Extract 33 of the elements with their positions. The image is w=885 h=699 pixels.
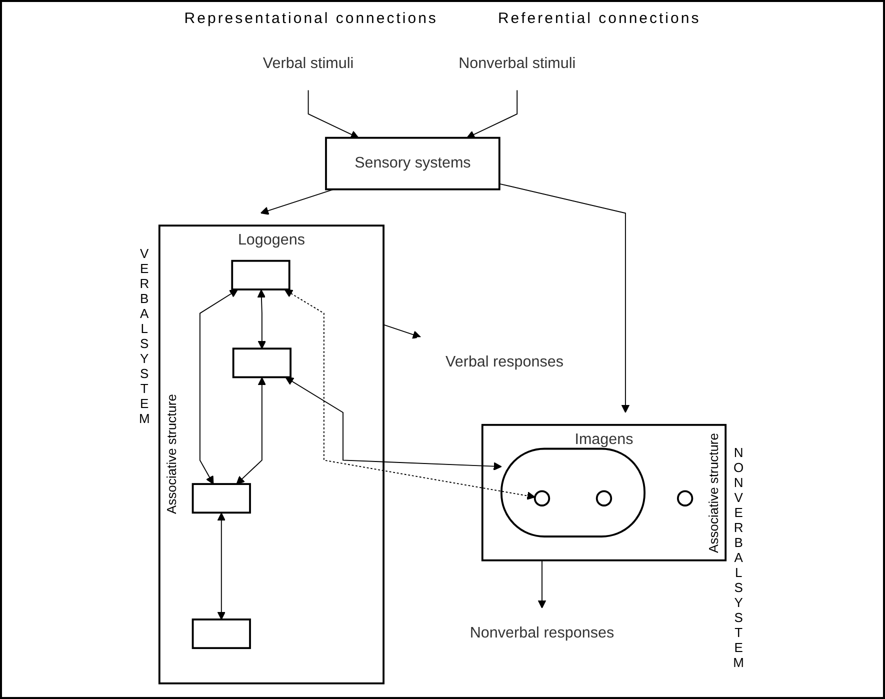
node-box: Sensory systems [325, 136, 500, 190]
arrow [383, 324, 422, 339]
node-box [231, 260, 290, 290]
arrow [257, 289, 266, 349]
arrow [498, 183, 630, 413]
node-circle [676, 490, 694, 506]
arrow [217, 512, 226, 620]
cluster [158, 224, 384, 684]
group-title: Imagens [574, 432, 634, 448]
annotation-text: Referential connections [498, 10, 701, 27]
node-box [232, 348, 292, 378]
arrow [538, 560, 546, 608]
node-text: Verbal responses [446, 354, 564, 371]
system-label: VERBAL SYSTEM [138, 246, 151, 426]
cluster [481, 424, 727, 562]
node-text: Nonverbal responses [470, 625, 614, 642]
node-box [192, 483, 251, 514]
arrow [284, 289, 536, 500]
node-box [192, 618, 251, 650]
group-title: Logogens [238, 232, 305, 248]
node-text: Verbal stimuli [262, 56, 354, 72]
arrow [466, 90, 518, 138]
arrow [199, 289, 238, 484]
arrow [285, 377, 502, 470]
group-subtitle: Associative structure [164, 394, 180, 514]
arrow [308, 90, 359, 138]
system-label: NONVERBAL SYSTEM [732, 444, 746, 670]
node-circle [596, 490, 612, 506]
node-circle [534, 490, 550, 506]
arrow [236, 377, 266, 484]
group-subtitle: Associative structure [706, 432, 721, 553]
annotation-text: Representational connections [184, 10, 438, 27]
node-text: Nonverbal stimuli [458, 56, 576, 72]
